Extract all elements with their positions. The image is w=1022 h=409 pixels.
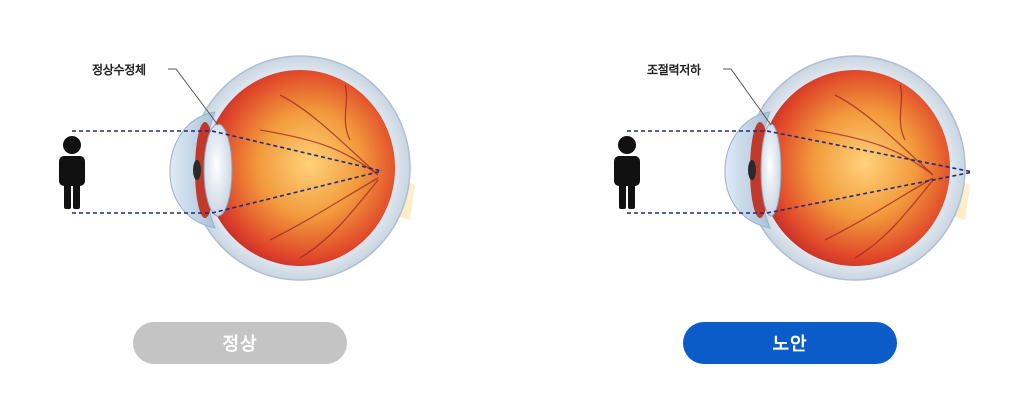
label-presbyopia: 노안 xyxy=(683,322,897,364)
blood-vessels xyxy=(814,84,934,259)
person-icon xyxy=(614,136,640,209)
eye-interior xyxy=(760,70,950,266)
pupil xyxy=(193,160,201,180)
crystalline-lens xyxy=(203,123,233,217)
light-rays xyxy=(627,130,974,214)
light-rays xyxy=(72,130,383,214)
panel-presbyopia: 조절력저하 노안 xyxy=(511,0,1022,409)
crystalline-lens xyxy=(760,123,782,217)
callout-label: 조절력저하 xyxy=(647,63,701,77)
panel-normal: 정상수정체 정상 xyxy=(59,55,415,364)
eye-diagram-normal xyxy=(59,55,415,281)
callout-label: 정상수정체 xyxy=(92,63,146,77)
blood-vessels xyxy=(259,84,379,259)
person-icon xyxy=(59,136,85,209)
pupil xyxy=(748,160,756,180)
eye-interior xyxy=(205,70,395,266)
label-normal: 정상 xyxy=(133,322,347,364)
callout-line xyxy=(168,68,219,126)
callout-line xyxy=(723,68,772,126)
eye-diagram-presbyopia xyxy=(614,55,974,281)
